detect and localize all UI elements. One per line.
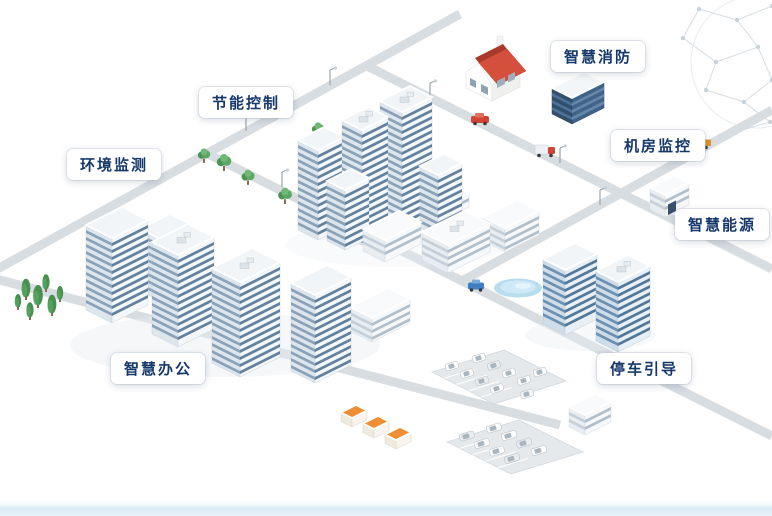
red-car-icon — [471, 113, 489, 126]
building — [347, 286, 413, 343]
callout-energy-saving-control[interactable]: 节能控制 — [199, 87, 294, 118]
building — [83, 205, 151, 324]
tree — [278, 187, 292, 204]
tree — [241, 169, 255, 185]
callout-server-room-monitoring[interactable]: 机房监控 — [611, 130, 706, 161]
tree — [216, 154, 232, 171]
parked-car-icon — [458, 430, 476, 442]
street-lamp-icon — [281, 168, 290, 187]
parked-car-icon — [488, 445, 506, 457]
building — [417, 152, 465, 238]
pine-tree — [42, 274, 50, 292]
street-lamp-icon — [329, 66, 338, 85]
blue-car-icon — [468, 279, 484, 292]
foreground — [0, 200, 772, 516]
building — [324, 167, 372, 251]
parked-car-icon — [489, 383, 505, 394]
parked-car-icon — [530, 445, 548, 456]
building — [209, 246, 283, 378]
building — [540, 241, 600, 336]
buildings — [83, 35, 692, 450]
callout-environment-monitoring[interactable]: 环境监测 — [67, 149, 162, 180]
delivery-truck-icon — [534, 144, 555, 158]
building — [377, 84, 435, 238]
parked-car-icon — [444, 360, 460, 372]
pine-tree — [33, 285, 43, 308]
building — [149, 222, 217, 348]
building — [549, 70, 607, 125]
parked-car-icon — [503, 453, 521, 464]
pine-tree — [47, 294, 57, 316]
callout-smart-office[interactable]: 智慧办公 — [111, 353, 206, 384]
pine-tree — [26, 302, 34, 320]
parked-car-icon — [515, 437, 533, 449]
parking-lot — [445, 419, 585, 475]
callout-parking-guidance[interactable]: 停车引导 — [597, 353, 692, 384]
street-lamp-icon — [599, 186, 608, 205]
parked-car-icon — [516, 375, 532, 386]
parked-car-icon — [532, 366, 548, 378]
parked-car-icon — [474, 375, 490, 387]
callout-smart-energy[interactable]: 智慧能源 — [675, 209, 770, 240]
building — [288, 263, 354, 384]
pond — [494, 278, 542, 298]
parked-car-icon — [486, 360, 502, 371]
red-roof-house — [465, 35, 527, 102]
parked-car-icon — [473, 438, 491, 449]
pine-tree — [21, 278, 31, 300]
building — [382, 425, 414, 450]
callout-smart-fire-protection[interactable]: 智慧消防 — [551, 41, 646, 72]
parked-car-icon — [471, 352, 487, 364]
building — [419, 209, 493, 274]
parked-car-icon — [519, 388, 535, 400]
parked-car-icon — [459, 368, 475, 379]
door — [668, 200, 676, 215]
parked-car-icon — [501, 367, 517, 379]
tree — [197, 148, 211, 163]
parked-car-icon — [485, 422, 503, 434]
building — [593, 253, 653, 353]
building — [360, 209, 424, 263]
bottom-gradient-band — [0, 499, 772, 516]
parked-car-icon — [500, 430, 518, 441]
pine-tree — [14, 294, 22, 310]
street-lamp-icon — [559, 144, 568, 163]
building — [338, 403, 370, 428]
building — [566, 392, 614, 436]
building — [360, 414, 392, 439]
pine-tree — [56, 286, 64, 302]
